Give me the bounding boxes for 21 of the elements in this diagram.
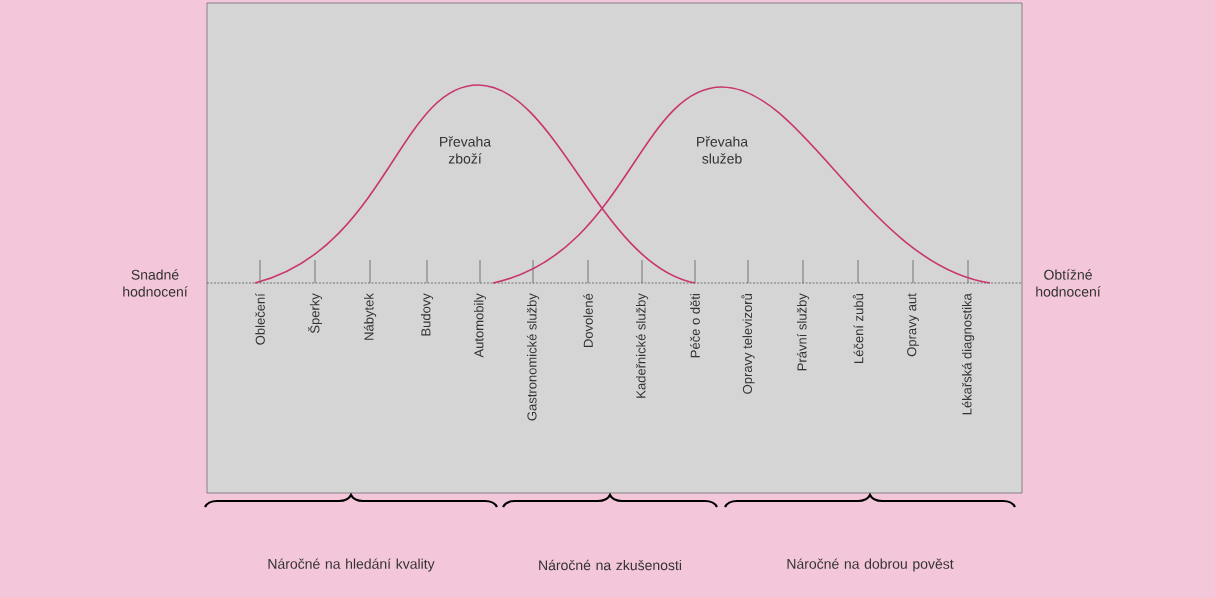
category-label: Nábytek [363,293,377,340]
category-label: Budovy [420,293,434,336]
category-label: Gastronomické služby [526,293,540,421]
region-label: Převaha služeb [697,136,749,164]
group-label: Náročné na zkušenosti [539,559,681,571]
category-label: Péče o děti [690,294,700,358]
category-label: Šperky [307,293,323,334]
axis-end-label: Snadné hodnocení [123,269,188,297]
category-label: Opravy televizorů [741,294,755,394]
category-label: Dovolené [583,293,593,348]
region-label: Převaha zboží [440,136,492,164]
category-label: Opravy aut [907,293,919,357]
category-label: Oblečení [255,293,265,345]
category-label: Léčení zubů [852,294,864,363]
category-label: Právní služby [796,293,810,371]
category-label: Lékařská diagnostika [961,293,975,415]
group-label: Náročné na dobrou pověst [787,558,954,572]
category-label: Automobily [473,293,487,358]
axis-end-label: Obtížné hodnocení [1036,269,1101,297]
group-label: Náročné na hledání kvality [268,558,435,572]
category-label: Kadeřnické služby [635,293,649,398]
